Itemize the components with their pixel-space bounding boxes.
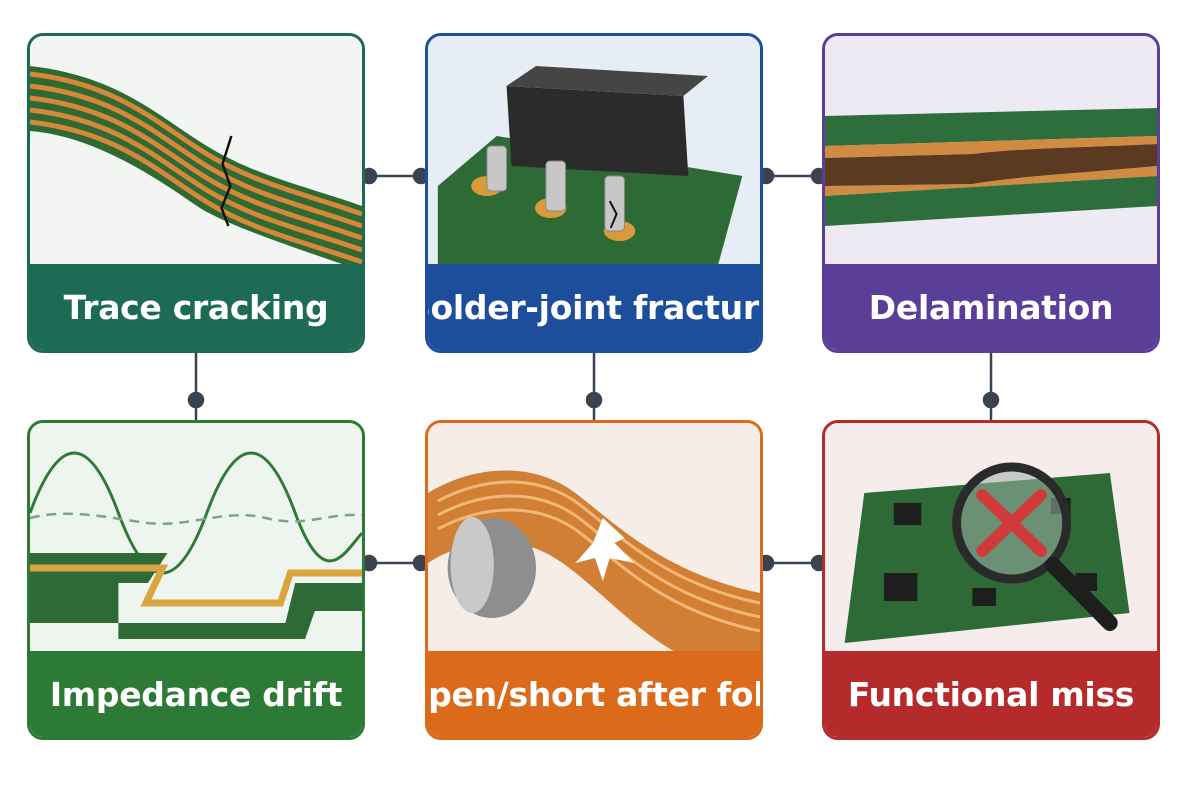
card-delamination: Delamination — [822, 33, 1160, 353]
connector-dot — [187, 391, 205, 409]
card-trace-cracking: Trace cracking — [27, 33, 365, 353]
connector-dot — [982, 391, 1000, 409]
card-label: Trace cracking — [30, 264, 362, 350]
connector-dot — [585, 391, 603, 409]
card-open-short-after-fold: Open/short after fold — [425, 420, 763, 740]
fold-illustration — [428, 423, 760, 651]
delamination-illustration — [825, 36, 1157, 264]
card-label: Impedance drift — [30, 651, 362, 737]
card-solder-joint-fracture: Solder-joint fracture — [425, 33, 763, 353]
card-impedance-drift: Impedance drift — [27, 420, 365, 740]
functional-miss-illustration — [825, 423, 1157, 651]
impedance-drift-illustration — [30, 423, 362, 651]
trace-cracking-illustration — [30, 36, 362, 264]
card-label: Solder-joint fracture — [428, 264, 760, 350]
card-label: Delamination — [825, 264, 1157, 350]
solder-joint-illustration — [428, 36, 760, 264]
card-label: Functional miss — [825, 651, 1157, 737]
card-functional-miss: Functional miss — [822, 420, 1160, 740]
card-label: Open/short after fold — [428, 651, 760, 737]
